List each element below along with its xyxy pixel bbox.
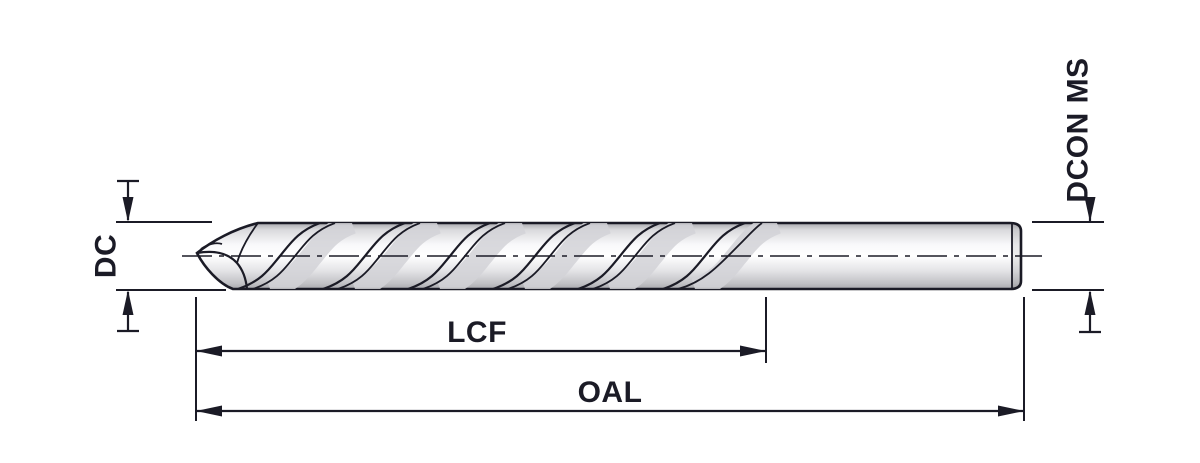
dcon-dimension: DCON MS: [1032, 57, 1104, 334]
lcf-dimension: LCF: [195, 297, 767, 421]
dc-arrow-up-icon: [122, 290, 134, 315]
dc-dimension: DC: [90, 179, 226, 333]
dcon-arrow-down-icon: [1084, 197, 1096, 222]
oal-arrow-left-icon: [196, 405, 222, 417]
lcf-arrow-left-icon: [196, 345, 222, 357]
lcf-label: LCF: [447, 316, 507, 349]
oal-dimension: OAL: [196, 297, 1025, 421]
oal-label: OAL: [578, 376, 643, 409]
dc-label: DC: [90, 234, 123, 278]
dcon-label: DCON MS: [1062, 57, 1095, 202]
dc-arrow-down-icon: [122, 197, 134, 222]
oal-arrow-right-icon: [998, 405, 1024, 417]
dcon-arrow-up-icon: [1084, 290, 1096, 315]
lcf-arrow-right-icon: [740, 345, 766, 357]
drill-point: [196, 222, 259, 290]
